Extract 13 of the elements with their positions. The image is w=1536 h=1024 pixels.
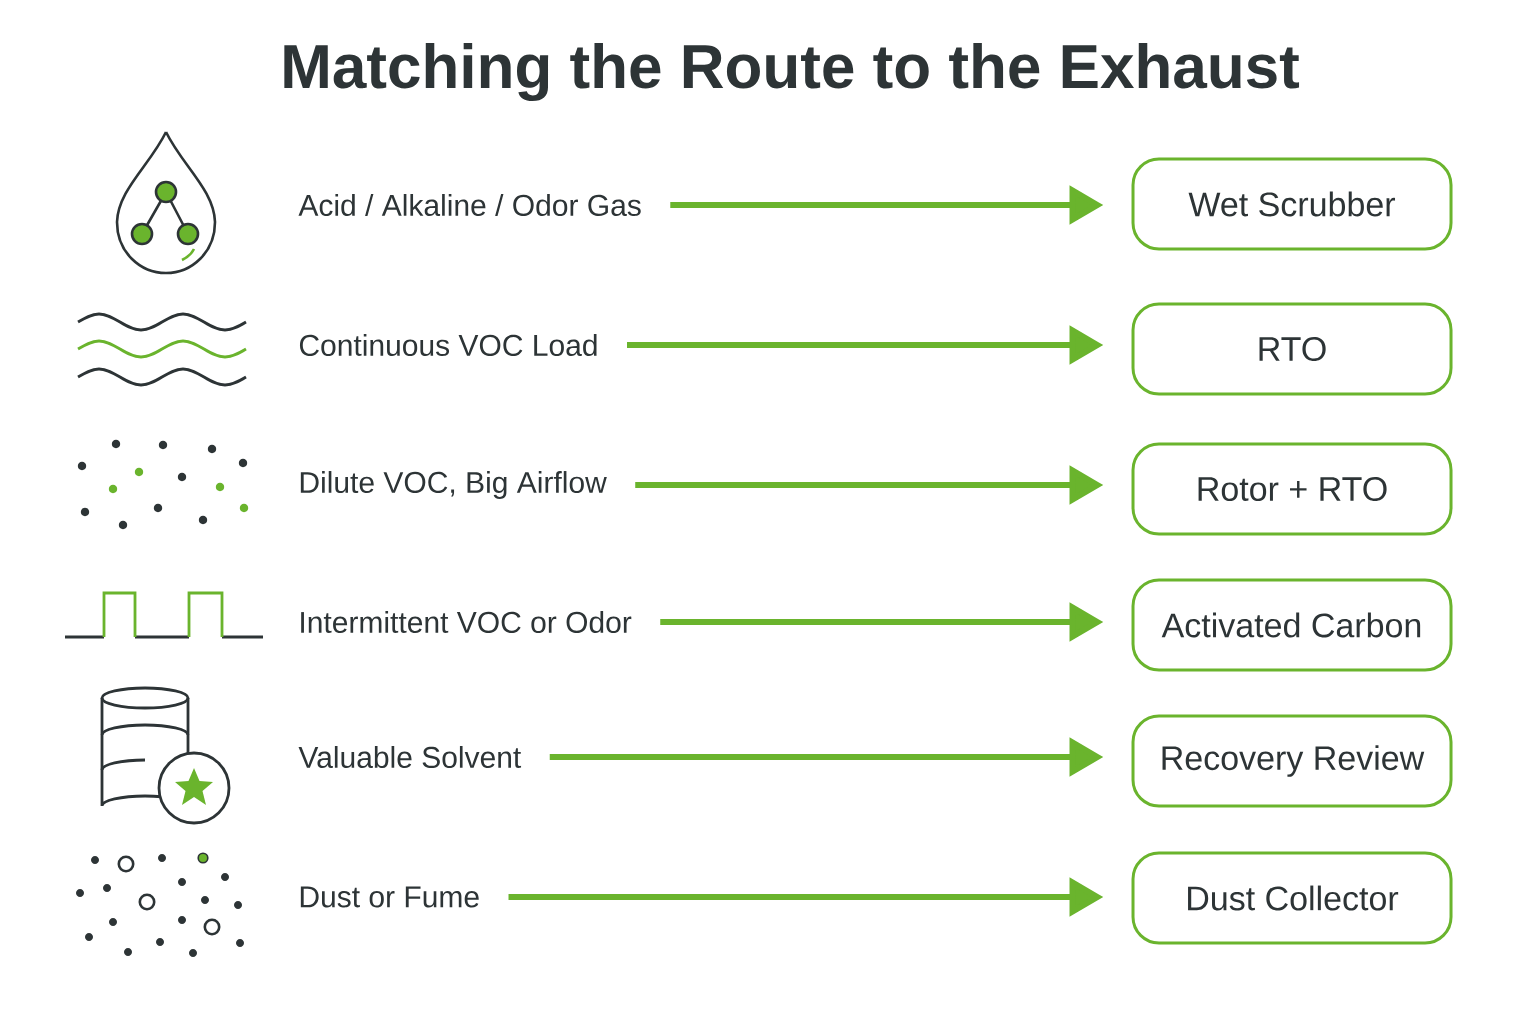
method-box: RTO [1131, 302, 1453, 396]
source-label: Valuable Solvent [298, 746, 522, 768]
source-label: Continuous VOC Load [299, 334, 597, 356]
source-label: Acid / Alkaline / Odor Gas [298, 194, 641, 216]
title: Matching the Route to the Exhaust [284, 42, 1300, 102]
source-label: Dust or Fume [300, 886, 479, 908]
method-box: Dust Collector [1131, 851, 1453, 945]
method-box: Rotor + RTO [1131, 442, 1453, 536]
source-label: Dilute VOC, Big Airflow [300, 471, 607, 499]
source-label: Intermittent VOC or Odor [301, 611, 632, 633]
method-box: Recovery Review [1131, 714, 1453, 808]
method-box: Activated Carbon [1131, 578, 1453, 672]
method-box: Wet Scrubber [1131, 157, 1453, 251]
